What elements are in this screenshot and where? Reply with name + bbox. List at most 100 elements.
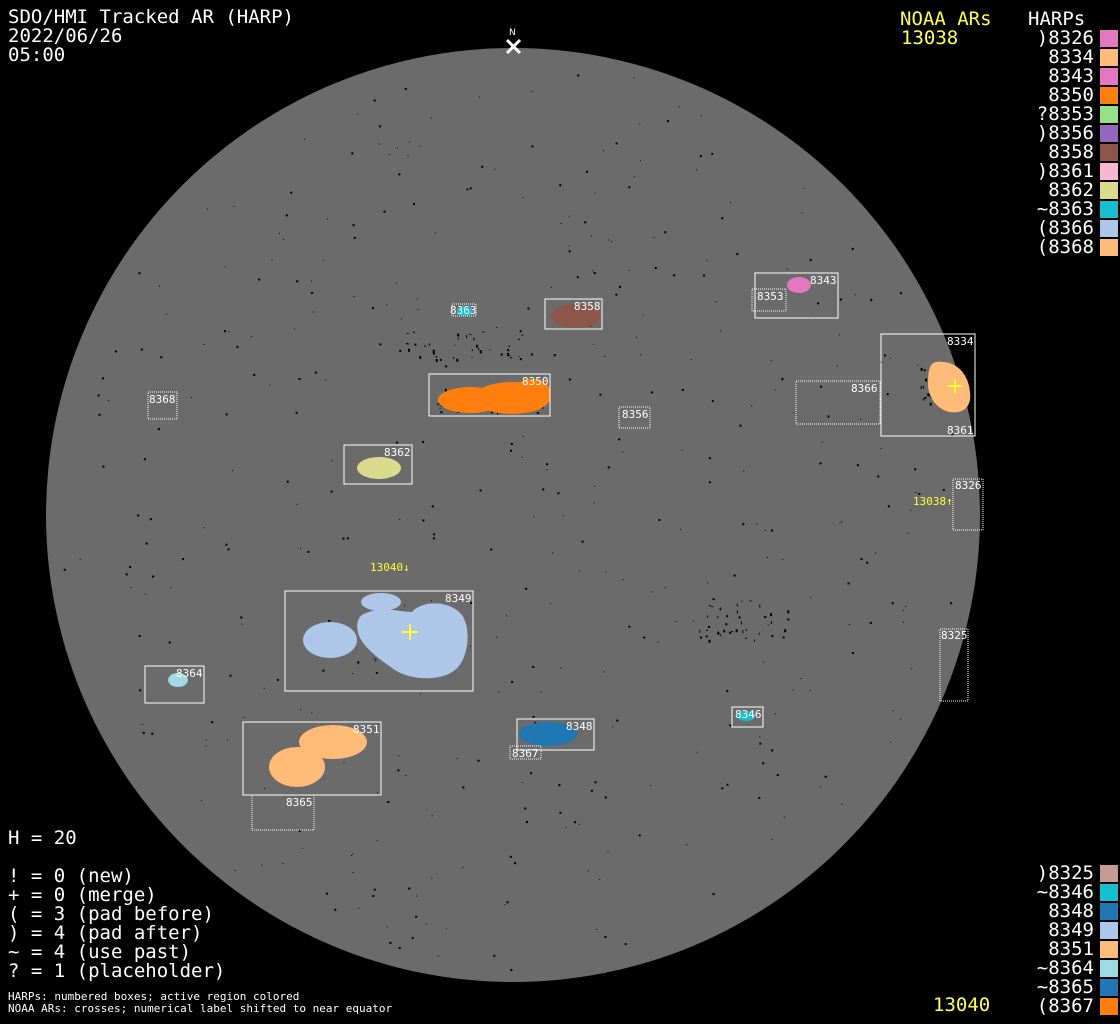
footer-line-harps: HARPs: numbered boxes; active region col… bbox=[8, 990, 300, 1003]
legend-label: (8368 bbox=[1036, 236, 1094, 258]
legend-swatch bbox=[1100, 903, 1118, 920]
harp-label-8368: 8368 bbox=[149, 393, 176, 406]
legend-row: 8351 bbox=[1037, 940, 1118, 959]
harp-label-8343: 8343 bbox=[810, 274, 837, 287]
legend-swatch bbox=[1100, 960, 1118, 977]
harp-box-8358 bbox=[544, 298, 603, 330]
harp-label-8366: 8366 bbox=[851, 382, 878, 395]
legend-label: )8361 bbox=[1036, 160, 1094, 182]
north-label: N bbox=[509, 28, 516, 38]
harp-box-8362 bbox=[343, 444, 413, 485]
region-8334-blob bbox=[928, 361, 971, 413]
harp-label-8356: 8356 bbox=[622, 408, 649, 421]
legend-label: (8367 bbox=[1036, 995, 1094, 1017]
legend-row: 8343 bbox=[1037, 67, 1118, 86]
legend-swatch bbox=[1100, 941, 1118, 958]
legend-swatch bbox=[1100, 106, 1118, 123]
harp-label-8362: 8362 bbox=[384, 446, 411, 459]
legend-row: ~8363 bbox=[1037, 200, 1118, 219]
region-8364-blob bbox=[168, 673, 188, 687]
legend-row: 8350 bbox=[1037, 86, 1118, 105]
harp-label-8353: 8353 bbox=[757, 290, 784, 303]
footer-notes: HARPs: numbered boxes; active region col… bbox=[8, 991, 392, 1015]
harp-label-8346: 8346 bbox=[735, 708, 762, 721]
harp-label-8326: 8326 bbox=[955, 479, 982, 492]
legend-swatch bbox=[1100, 182, 1118, 199]
legend-row: 8349 bbox=[1037, 921, 1118, 940]
legend-row: )8326 bbox=[1037, 29, 1118, 48]
harp-label-8358: 8358 bbox=[574, 300, 601, 313]
legend-swatch bbox=[1100, 239, 1118, 256]
legend-label: 8349 bbox=[1048, 919, 1094, 941]
north-marker: N bbox=[505, 28, 522, 55]
legend-swatch bbox=[1100, 865, 1118, 882]
harps-heading: HARPs bbox=[1028, 8, 1086, 30]
stats-block: H = 20! = 0 (new)+ = 0 (merge)( = 3 (pad… bbox=[8, 829, 225, 981]
legend-label: 8351 bbox=[1048, 938, 1094, 960]
legend-swatch bbox=[1100, 68, 1118, 85]
stat-use-past: ~ = 4 (use past) bbox=[8, 941, 192, 963]
harp-box-8365 bbox=[251, 794, 315, 831]
legend-swatch bbox=[1100, 922, 1118, 939]
north-cross-icon bbox=[505, 38, 522, 55]
harp-box-8325 bbox=[939, 628, 969, 702]
legend-row: )8325 bbox=[1037, 864, 1118, 883]
legend-label: (8366 bbox=[1036, 217, 1094, 239]
harp-label-8367: 8367 bbox=[512, 747, 539, 760]
legend-row: (8368 bbox=[1037, 238, 1118, 257]
noaa-cross-13038 bbox=[948, 379, 962, 393]
noaa-ars-bottom-value: 13040 bbox=[933, 994, 991, 1016]
legend-label: ~8365 bbox=[1036, 976, 1094, 998]
harp-box-8364 bbox=[144, 665, 205, 704]
legend-swatch bbox=[1100, 30, 1118, 47]
harp-label-8349: 8349 bbox=[445, 592, 472, 605]
harp-box-8350 bbox=[428, 373, 551, 417]
legend-swatch bbox=[1100, 49, 1118, 66]
stat-placeholder: ? = 1 (placeholder) bbox=[8, 960, 226, 982]
harp-label-8361: 8361 bbox=[947, 424, 974, 437]
harp-box-8348 bbox=[516, 718, 595, 751]
stat-harp-count: H = 20 bbox=[8, 827, 77, 849]
noaa-cross-13040 bbox=[402, 624, 418, 640]
legend-row: 8334 bbox=[1037, 48, 1118, 67]
harp-label-8365: 8365 bbox=[286, 796, 313, 809]
legend-label: )8326 bbox=[1036, 27, 1094, 49]
region-8343-blob bbox=[787, 277, 811, 293]
legend-swatch bbox=[1100, 144, 1118, 161]
harp-box-8343 bbox=[754, 272, 839, 319]
legend-label: ~8364 bbox=[1036, 957, 1094, 979]
legend-label: ~8363 bbox=[1036, 198, 1094, 220]
legend-row: (8367 bbox=[1037, 997, 1118, 1016]
stat-merge: + = 0 (merge) bbox=[8, 884, 157, 906]
legend-swatch bbox=[1100, 87, 1118, 104]
noaa-label-13038: 13038↑ bbox=[913, 495, 953, 508]
harp-label-8350: 8350 bbox=[522, 375, 549, 388]
legend-row: ?8353 bbox=[1037, 105, 1118, 124]
region-8350-blob bbox=[438, 379, 550, 414]
legend-row: (8366 bbox=[1037, 219, 1118, 238]
harp-box-8349 bbox=[284, 590, 474, 692]
legend-label: 8334 bbox=[1048, 46, 1094, 68]
harp-label-8351: 8351 bbox=[353, 723, 380, 736]
legend-row: 8348 bbox=[1037, 902, 1118, 921]
legend-row: ~8364 bbox=[1037, 959, 1118, 978]
harp-box-8368 bbox=[147, 391, 178, 420]
harp-label-8325: 8325 bbox=[941, 629, 968, 642]
legend-row: 8358 bbox=[1037, 143, 1118, 162]
legend-row: )8356 bbox=[1037, 124, 1118, 143]
legend-row: ~8365 bbox=[1037, 978, 1118, 997]
legend-swatch bbox=[1100, 163, 1118, 180]
title-date: 2022/06/26 bbox=[8, 25, 123, 47]
legend-label: )8325 bbox=[1036, 862, 1094, 884]
legend-swatch bbox=[1100, 998, 1118, 1015]
harp-label-8364: 8364 bbox=[176, 667, 203, 680]
harp-label-8348: 8348 bbox=[566, 720, 593, 733]
region-8349-blob bbox=[303, 593, 468, 679]
legend-label: 8358 bbox=[1048, 141, 1094, 163]
legend-label: 8343 bbox=[1048, 65, 1094, 87]
